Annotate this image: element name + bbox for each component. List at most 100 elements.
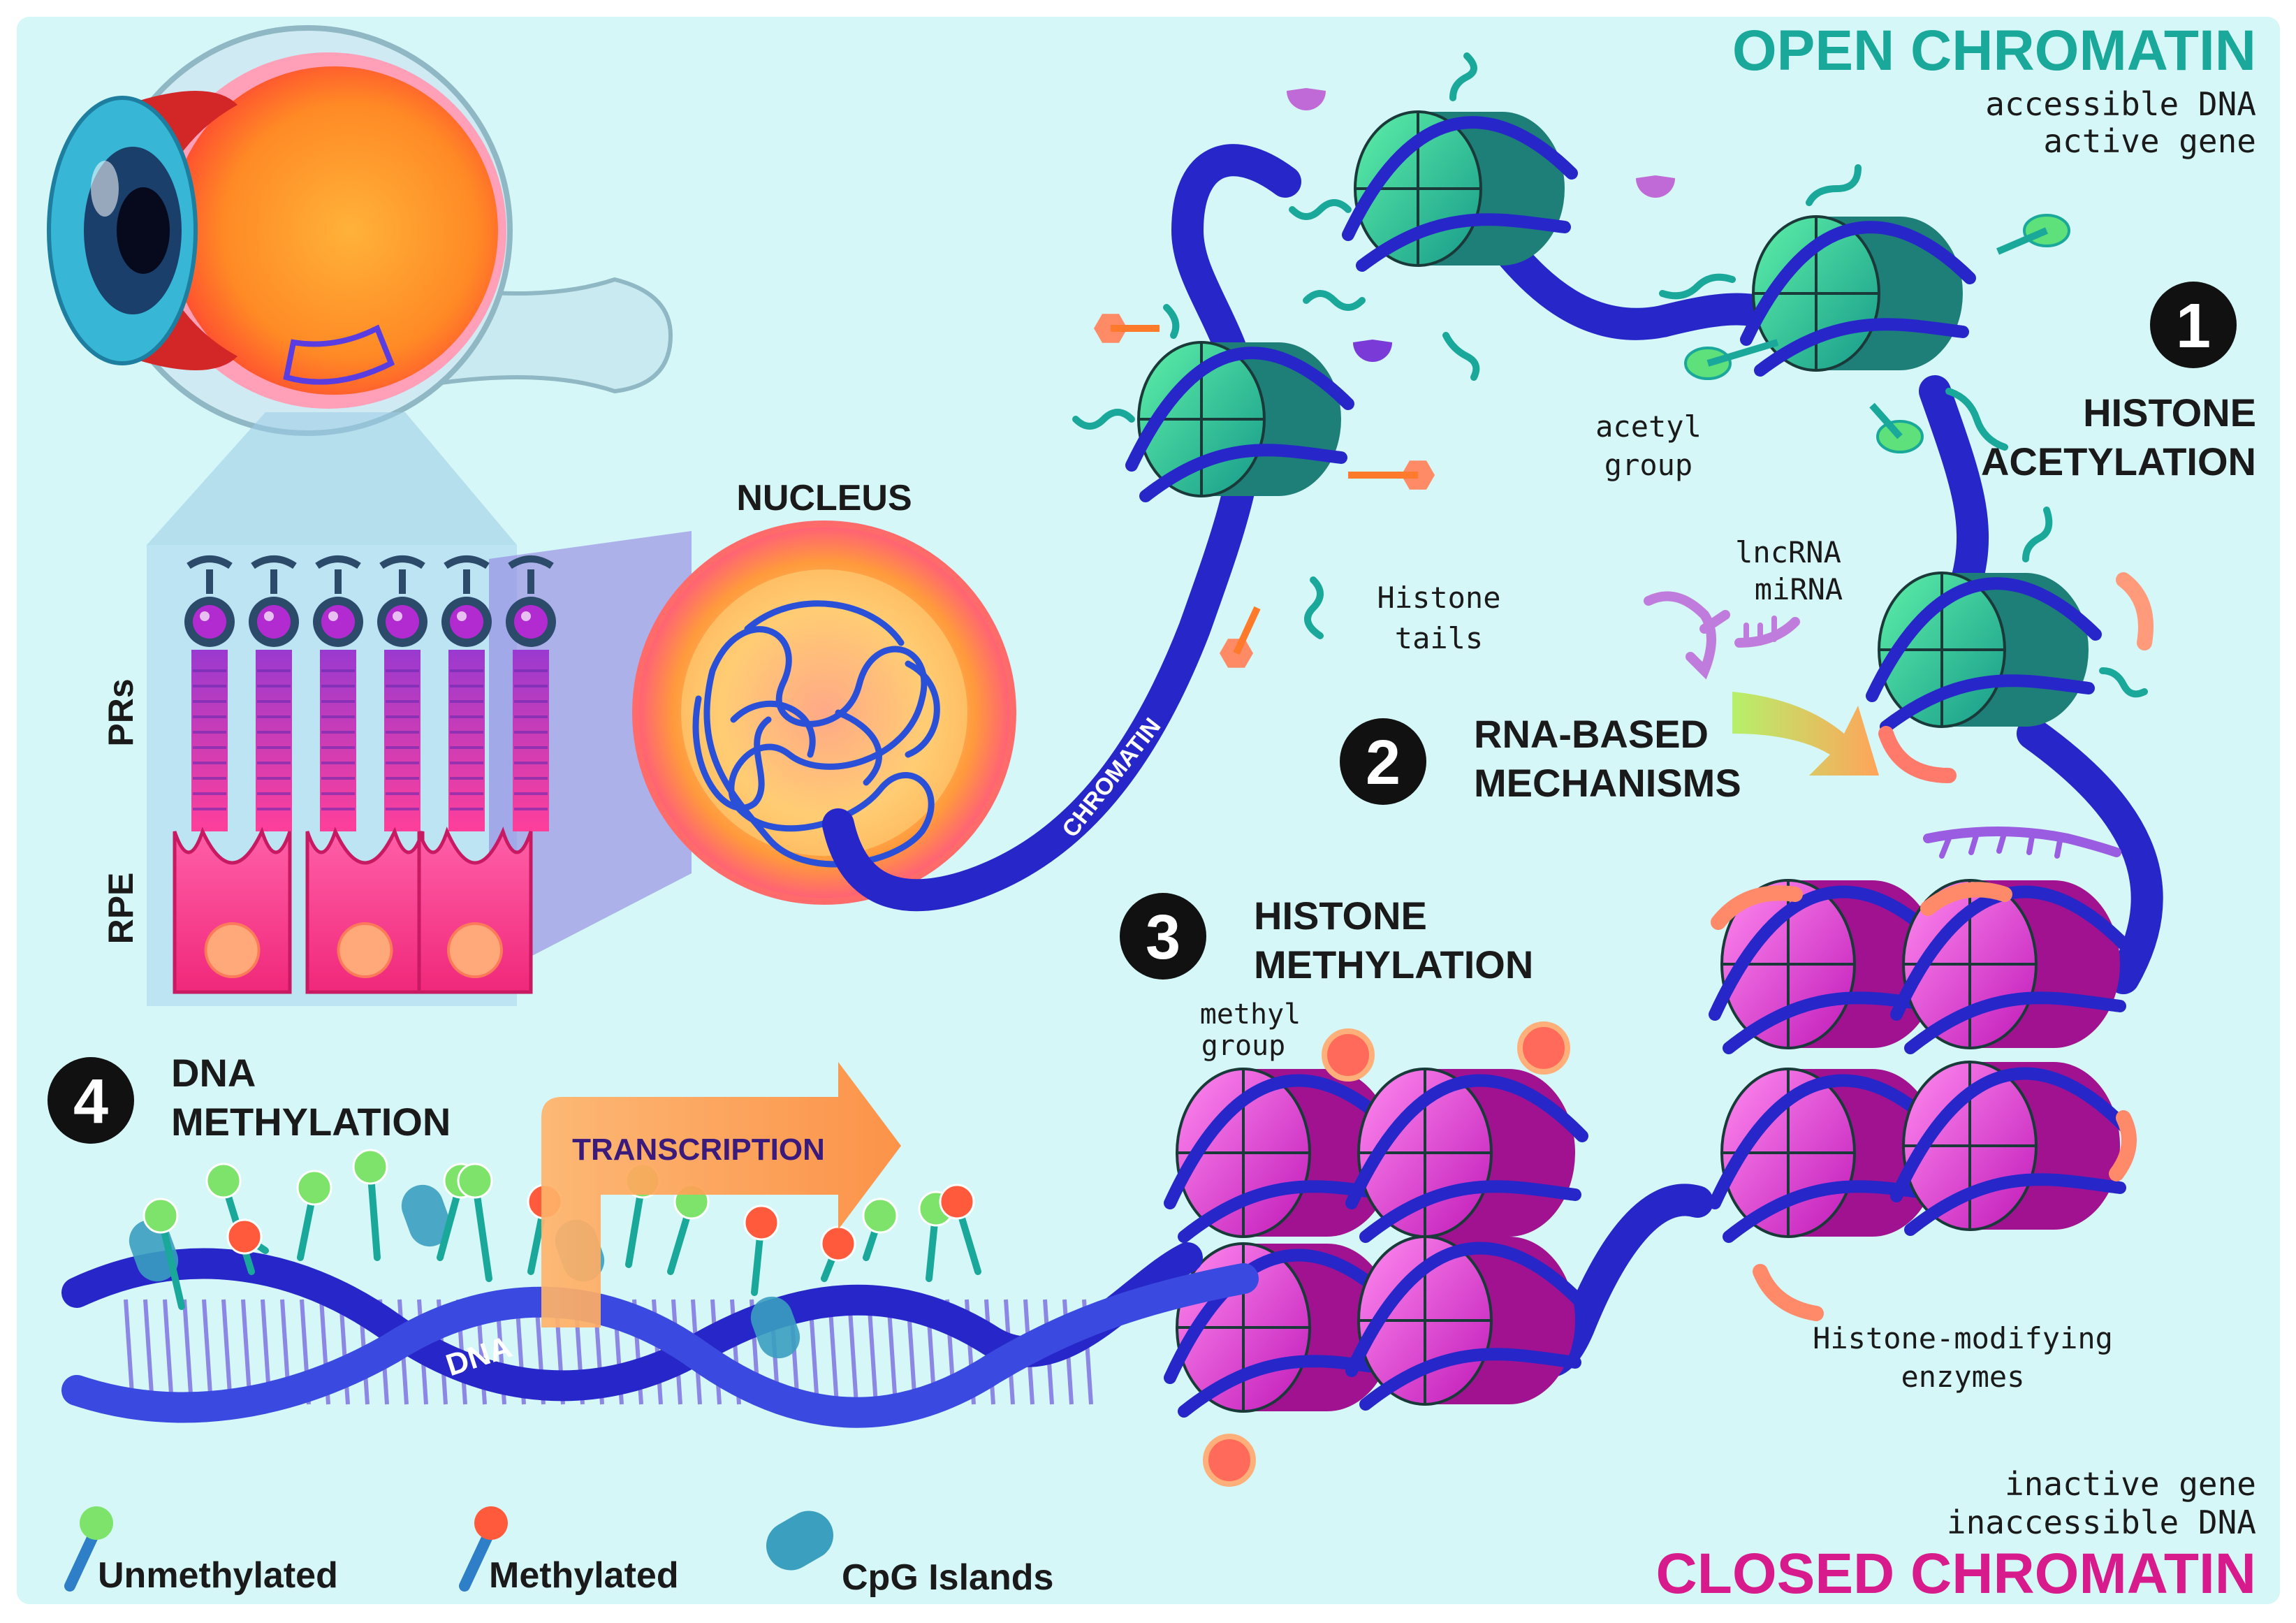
acetyl-group	[1287, 88, 1326, 110]
photoreceptor-cell	[249, 555, 299, 831]
mechanism-2-number: 2	[1366, 728, 1401, 798]
histone-tail	[1449, 52, 1477, 101]
rpe-layer	[173, 827, 533, 994]
closed-nucleosome-2	[1345, 1068, 1588, 1243]
open-nucleosome-2	[1342, 110, 1578, 272]
acetyl-label-1: acetyl	[1595, 409, 1702, 444]
mechanism-3-line2: METHYLATION	[1254, 942, 1533, 987]
closed-nucleosomes	[1164, 879, 2137, 1487]
unmethylated-cpg	[457, 1163, 493, 1199]
mechanism-3: 3 HISTONE METHYLATION	[1120, 893, 1533, 987]
rna-arrow	[1732, 692, 1879, 776]
histone-modifying-enzyme	[1920, 882, 2012, 916]
closed-nucleosome-1	[1164, 1068, 1407, 1243]
histone-tail	[1442, 332, 1480, 381]
dna-helix	[61, 1149, 1259, 1428]
histone-modifying-enzyme	[1711, 885, 1803, 930]
legend-methylated-label: Methylated	[489, 1555, 679, 1596]
mechanism-3-line1: HISTONE	[1254, 894, 1427, 938]
photoreceptor-cell	[313, 555, 363, 831]
legend: Unmethylated Methylated CpG Islands	[64, 1506, 1053, 1598]
inactive-gene-label: inactive gene	[2005, 1465, 2256, 1503]
mechanism-4-number: 4	[73, 1067, 108, 1137]
lncrna-label: lncRNA	[1735, 535, 1841, 569]
legend-cpg-label: CpG Islands	[842, 1557, 1053, 1598]
closed-nucleosome-8	[1890, 1061, 2133, 1236]
histone-tail	[1289, 199, 1352, 220]
unmethylated-cpg	[142, 1198, 179, 1234]
active-gene-label: active gene	[2043, 122, 2256, 160]
histone-tail	[1304, 576, 1324, 639]
nucleus-label: NUCLEUS	[736, 478, 912, 518]
methylated-cpg	[226, 1218, 263, 1255]
mechanism-4-line2: METHYLATION	[171, 1100, 451, 1144]
cpg-island	[401, 1184, 451, 1247]
mechanism-1-line2: ACETYLATION	[1981, 439, 2256, 483]
mechanism-3-number: 3	[1146, 903, 1180, 973]
enzymes-label-1: Histone-modifying	[1813, 1321, 2113, 1355]
methylated-cpg	[743, 1204, 780, 1241]
transcription-arrow	[541, 1062, 901, 1327]
closed-nucleosome-4	[1345, 1235, 1588, 1411]
histone-tail	[2022, 507, 2053, 562]
mechanism-1-number: 1	[2176, 291, 2211, 361]
acetyl-group	[1636, 175, 1675, 198]
enzymes-label-2: enzymes	[1901, 1360, 2024, 1394]
methyl-label-1: methyl	[1200, 998, 1301, 1031]
legend-methylated: Methylated	[459, 1506, 679, 1596]
eye-illustration	[47, 25, 673, 436]
histone-tail	[2099, 667, 2148, 698]
mechanism-2-line1: RNA-BASED	[1474, 712, 1709, 756]
open-nucleosome-1	[1125, 341, 1354, 502]
mechanism-2: 2 RNA-BASED MECHANISMS	[1340, 712, 1741, 805]
mechanism-2-line2: MECHANISMS	[1474, 761, 1741, 805]
open-chromatin-title: OPEN CHROMATIN	[1732, 19, 2256, 82]
methylated-swatch	[474, 1506, 508, 1540]
closed-nucleosome-7	[1709, 1068, 1952, 1243]
unmethylated-cpg	[296, 1170, 332, 1206]
unmethylated-swatch	[80, 1506, 113, 1540]
histone-modifying-enzyme	[2109, 1110, 2137, 1181]
nucleus	[632, 521, 1016, 905]
chromatin-fiber	[822, 144, 1301, 912]
legend-cpg: CpG Islands	[766, 1511, 1053, 1598]
cpg-swatch	[766, 1511, 833, 1571]
histone-tail	[1806, 164, 1862, 206]
methylated-cpg	[939, 1184, 975, 1220]
methyl-group	[1203, 1434, 1256, 1487]
retinal-cells	[173, 555, 556, 994]
histone-tail	[1945, 388, 2008, 451]
transcription-label: TRANSCRIPTION	[572, 1133, 825, 1167]
histone-tails-label-2: tails	[1395, 621, 1483, 655]
methyl-group	[1322, 1028, 1375, 1082]
acetyl-group	[1353, 340, 1392, 362]
methyl-group	[1517, 1021, 1570, 1075]
mechanism-4-line1: DNA	[171, 1051, 256, 1095]
rpe-label: RPE	[101, 873, 140, 945]
histone-tail	[1163, 304, 1180, 339]
methyl-label-2: group	[1201, 1030, 1285, 1062]
mechanism-1-line1: HISTONE	[2083, 391, 2256, 435]
histone-modifying-enzyme	[1753, 1264, 1824, 1321]
closed-chromatin-title: CLOSED CHROMATIN	[1656, 1542, 2256, 1606]
unmethylated-cpg	[352, 1149, 388, 1185]
histone-tail	[1303, 290, 1366, 311]
open-nucleosome-4	[1866, 572, 2102, 733]
prs-label: PRs	[101, 678, 140, 746]
inaccessible-dna-label: inaccessible DNA	[1947, 1504, 2256, 1541]
photoreceptor-cell	[184, 555, 235, 831]
photoreceptor-cell	[441, 555, 492, 831]
histone-tail	[1659, 273, 1736, 300]
photoreceptor-cell	[506, 555, 556, 831]
closed-nucleosome-6	[1890, 879, 2133, 1054]
legend-unmethylated: Unmethylated	[64, 1506, 338, 1596]
open-nucleosome-3	[1740, 215, 1976, 377]
acetyl-label-2: group	[1604, 448, 1692, 482]
photoreceptor-cell	[377, 555, 427, 831]
mechanism-4: 4 DNA METHYLATION	[47, 1051, 451, 1144]
accessible-dna-label: accessible DNA	[1985, 85, 2256, 123]
histone-tails-label-1: Histone	[1377, 581, 1500, 615]
mirna-label: miRNA	[1755, 572, 1843, 606]
unmethylated-cpg	[862, 1198, 898, 1234]
